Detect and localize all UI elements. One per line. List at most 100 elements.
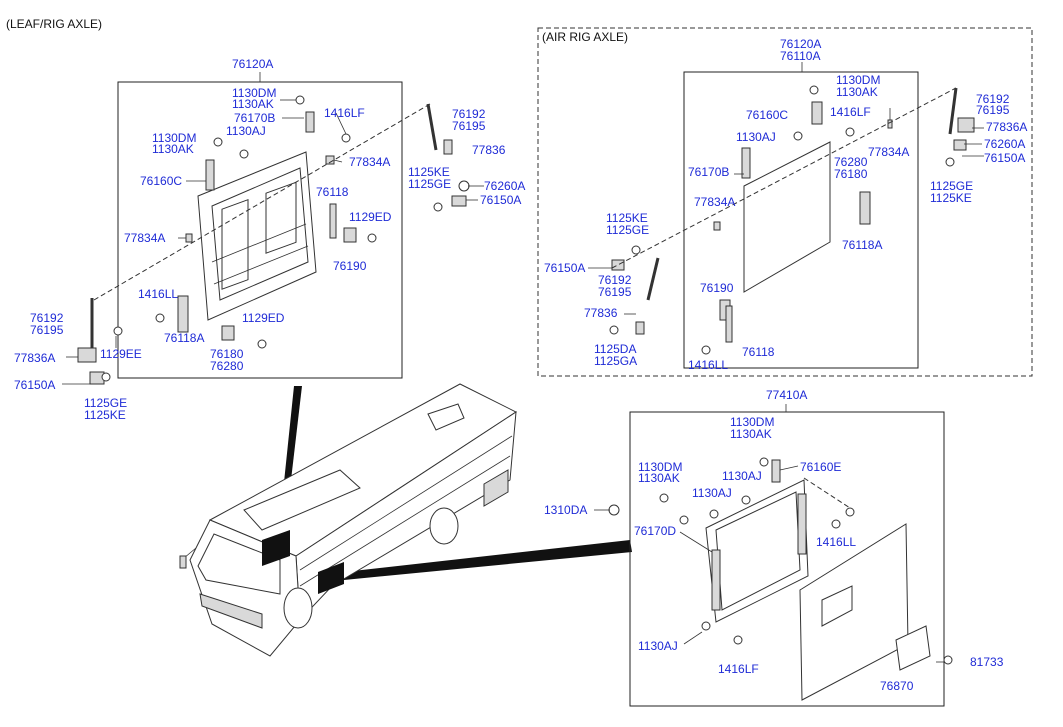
label-76120A: 76120A: [780, 37, 821, 51]
bus-illustration: [179, 383, 632, 657]
label-1130AJ: 1130AJ: [722, 469, 762, 483]
label-1129ED: 1129ED: [242, 311, 285, 325]
label-76118: 76118: [316, 185, 349, 199]
label-76170B: 76170B: [688, 165, 729, 179]
label-77410A: 77410A: [766, 388, 807, 402]
label-1416LL: 1416LL: [138, 287, 178, 301]
label-1125GA: 1125GA: [594, 354, 637, 368]
luggage-door-section: [594, 404, 953, 707]
label-1125GE: 1125GE: [84, 396, 127, 410]
label-76195: 76195: [452, 119, 486, 133]
label-76280: 76280: [210, 359, 244, 373]
air-axle-section: (AIR RIG AXLE): [537, 27, 1033, 377]
label-76150A: 76150A: [984, 151, 1025, 165]
label-76192: 76192: [598, 273, 632, 287]
label-81733: 81733: [970, 655, 1004, 669]
label-76190: 76190: [700, 281, 734, 295]
label-1125KE: 1125KE: [930, 191, 972, 205]
label-1130AJ: 1130AJ: [226, 124, 266, 138]
label-76180: 76180: [834, 167, 868, 181]
luggage-hardware: [608, 457, 953, 665]
label-1416LL: 1416LL: [688, 358, 728, 372]
luggage-door-panel: [799, 523, 931, 701]
air-axle-header: (AIR RIG AXLE): [542, 30, 628, 44]
label-1416LF: 1416LF: [830, 105, 871, 119]
label-1130AK: 1130AK: [232, 97, 274, 111]
label-1130AK: 1130AK: [730, 427, 772, 441]
label-76192: 76192: [452, 107, 486, 121]
air-labels: 76120A 76110A 1130DM 1130AK 76160C 1416L…: [544, 37, 1027, 372]
label-1125KE: 1125KE: [408, 165, 450, 179]
label-1310DA: 1310DA: [544, 503, 587, 517]
label-77836: 77836: [472, 143, 506, 157]
label-1125GE: 1125GE: [606, 223, 649, 237]
label-76195: 76195: [976, 103, 1010, 117]
air-hardware: [609, 85, 975, 355]
label-1125DA: 1125DA: [594, 342, 636, 356]
label-76160C: 76160C: [746, 108, 788, 122]
label-76120A: 76120A: [232, 57, 273, 71]
label-76110A: 76110A: [780, 49, 820, 63]
label-76190: 76190: [333, 259, 367, 273]
label-1130AK: 1130AK: [152, 142, 194, 156]
label-77836: 77836: [584, 306, 618, 320]
label-1130AK: 1130AK: [638, 471, 680, 485]
luggage-group-box: [629, 411, 945, 707]
label-77834A: 77834A: [868, 145, 909, 159]
pointer-wedge-lower: [344, 540, 632, 580]
label-1130AJ: 1130AJ: [692, 486, 732, 500]
label-76150A: 76150A: [14, 378, 55, 392]
label-76170B: 76170B: [234, 111, 275, 125]
label-1130AJ: 1130AJ: [736, 130, 776, 144]
leaf-labels: 76120A 1130DM 1130AK 76170B 1416LF 1130D…: [14, 57, 525, 422]
label-76180: 76180: [210, 347, 244, 361]
label-77834A: 77834A: [694, 195, 735, 209]
leaf-strut-right: [426, 103, 470, 212]
label-1416LL: 1416LL: [816, 535, 856, 549]
air-group-box: [683, 71, 919, 369]
label-76160C: 76160C: [140, 174, 182, 188]
label-1130AJ: 1130AJ: [638, 639, 678, 653]
highlight-door-lower: [318, 562, 344, 594]
label-77836A: 77836A: [14, 351, 55, 365]
leaf-axle-section: [62, 72, 484, 385]
label-76192: 76192: [30, 311, 64, 325]
label-1130DM: 1130DM: [836, 73, 880, 87]
highlight-door-upper: [262, 530, 290, 566]
leaf-axle-header: (LEAF/RIG AXLE): [6, 17, 102, 31]
label-1130DM: 1130DM: [232, 86, 276, 100]
label-76192: 76192: [976, 92, 1010, 106]
leaf-hardware: [155, 95, 377, 349]
leaf-strut-left: [77, 298, 123, 385]
label-76150A: 76150A: [480, 193, 521, 207]
label-76260A: 76260A: [484, 179, 525, 193]
label-76870: 76870: [880, 679, 914, 693]
label-76280: 76280: [834, 155, 868, 169]
label-1125KE: 1125KE: [606, 211, 648, 225]
label-1129ED: 1129ED: [349, 210, 392, 224]
label-76170D: 76170D: [634, 524, 676, 538]
air-door-panel: [743, 141, 831, 293]
label-76118A: 76118A: [164, 331, 204, 345]
label-1129EE: 1129EE: [100, 347, 142, 361]
label-76160E: 76160E: [800, 460, 841, 474]
label-76150A: 76150A: [544, 261, 585, 275]
label-77836A: 77836A: [986, 120, 1027, 134]
leaf-group-box: [117, 81, 403, 379]
label-1125GE: 1125GE: [408, 177, 451, 191]
label-76195: 76195: [30, 323, 64, 337]
label-1130AK: 1130AK: [836, 85, 878, 99]
label-1130DM: 1130DM: [152, 131, 196, 145]
air-dashed-box: [537, 27, 1033, 377]
label-76260A: 76260A: [984, 137, 1025, 151]
label-77834A: 77834A: [349, 155, 390, 169]
label-1416LF: 1416LF: [718, 662, 759, 676]
label-76118: 76118: [742, 345, 775, 359]
luggage-door-frame: [705, 479, 809, 623]
label-1416LF: 1416LF: [324, 106, 365, 120]
leaf-door-frame: [197, 151, 317, 321]
label-76195: 76195: [598, 285, 632, 299]
label-1125GE: 1125GE: [930, 179, 973, 193]
luggage-labels: 77410A 1130DM 1130AK 1130DM 1130AK 1130A…: [544, 388, 1004, 693]
